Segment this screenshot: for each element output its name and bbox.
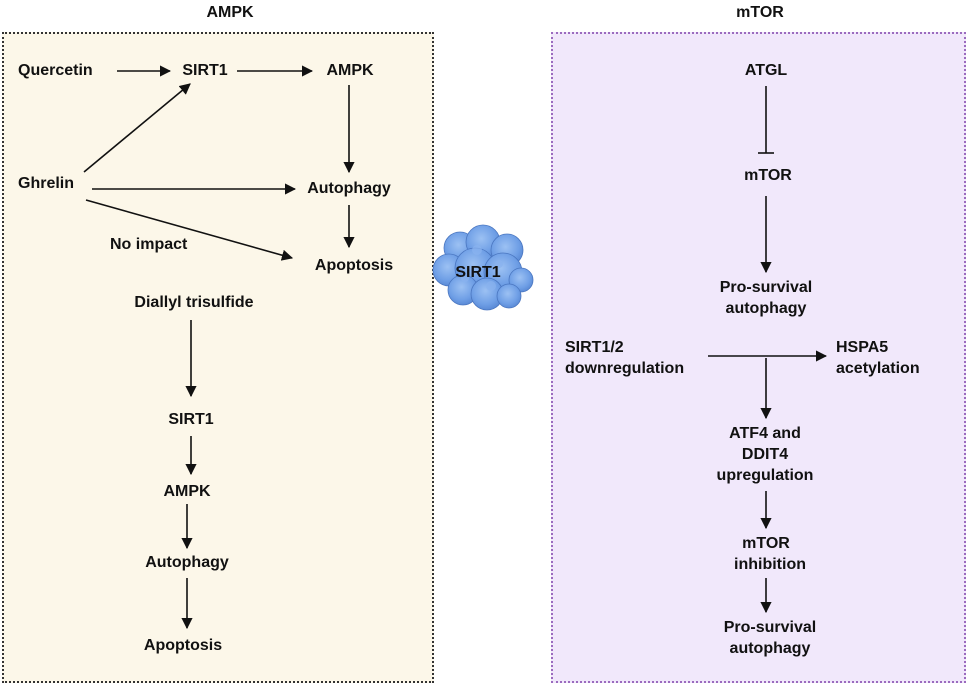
- node-sirt1-bottom: SIRT1: [168, 411, 214, 428]
- node-ghrelin: Ghrelin: [18, 175, 75, 192]
- mtor-panel-title: mTOR: [736, 4, 784, 21]
- node-sirt12-line1: SIRT1/2: [565, 339, 624, 356]
- node-pro-survival-2-line1: Pro-survival: [723, 619, 817, 636]
- node-pro-survival-1-line1: Pro-survival: [719, 279, 813, 296]
- node-sirt1-top: SIRT1: [182, 62, 228, 79]
- node-pro-survival-1-line2: autophagy: [725, 300, 807, 317]
- node-diallyl-trisulfide: Diallyl trisulfide: [134, 294, 254, 311]
- node-apoptosis-bottom: Apoptosis: [143, 637, 223, 654]
- node-sirt12-line2: downregulation: [565, 360, 685, 377]
- node-ampk-top: AMPK: [326, 62, 374, 79]
- node-hspa5-line1: HSPA5: [836, 339, 889, 356]
- node-autophagy-top: Autophagy: [307, 180, 391, 197]
- node-no-impact: No impact: [110, 236, 188, 253]
- node-apoptosis-top: Apoptosis: [314, 257, 394, 274]
- ampk-panel: [2, 32, 434, 683]
- arrow-ghrelin-sirt1: [83, 83, 191, 173]
- protein-blob-icon: [432, 224, 534, 311]
- node-mtor-inhibition-line2: inhibition: [734, 556, 806, 573]
- node-autophagy-bottom: Autophagy: [145, 554, 229, 571]
- node-atf4-line1: ATF4 and: [729, 425, 801, 442]
- node-atf4-line2: DDIT4: [741, 446, 789, 463]
- center-sirt1-label: SIRT1: [455, 264, 501, 281]
- node-mtor: mTOR: [744, 167, 792, 184]
- node-mtor-inhibition-line1: mTOR: [742, 535, 790, 552]
- mtor-panel: [551, 32, 966, 683]
- node-atf4-line3: upregulation: [716, 467, 814, 484]
- node-ampk-bottom: AMPK: [163, 483, 211, 500]
- ampk-panel-title: AMPK: [206, 4, 254, 21]
- node-atgl: ATGL: [744, 62, 788, 79]
- node-quercetin: Quercetin: [18, 62, 93, 79]
- arrow-ghrelin-apoptosis: [85, 199, 294, 261]
- node-hspa5-line2: acetylation: [836, 360, 920, 377]
- node-pro-survival-2-line2: autophagy: [729, 640, 811, 657]
